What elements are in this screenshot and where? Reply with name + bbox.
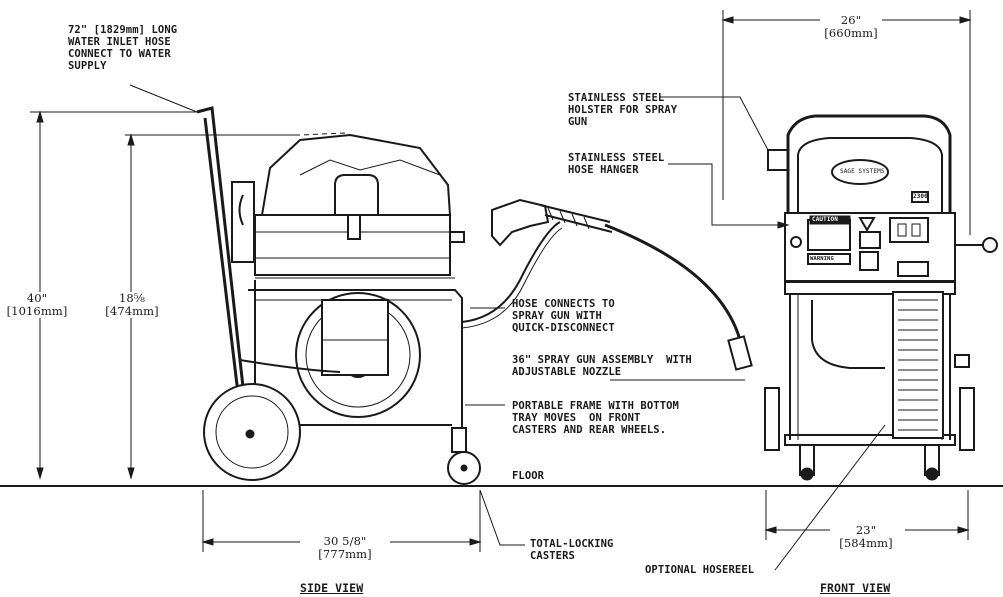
holster-label: STAINLESS STEEL HOLSTER FOR SPRAY GUN xyxy=(568,92,678,128)
side-view-title: SIDE VIEW xyxy=(300,581,364,595)
dimension-width-base: 23" [584mm] xyxy=(839,523,893,550)
front-view-dimensions xyxy=(721,10,972,540)
brand-marking: SAGE SYSTEMS xyxy=(840,168,885,175)
casters-label: TOTAL-LOCKING CASTERS xyxy=(530,538,614,562)
dimension-length: 30 5/8" [777mm] xyxy=(318,534,372,561)
hosereel-label: OPTIONAL HOSEREEL xyxy=(645,564,755,576)
dimension-width-top: 26" [660mm] xyxy=(824,13,878,40)
side-view-leaders xyxy=(129,84,745,546)
spray-gun-label: 36" SPRAY GUN ASSEMBLY WITH ADJUSTABLE N… xyxy=(512,354,692,378)
warning-marking: WARNING xyxy=(810,256,834,262)
caution-marking: CAUTION xyxy=(812,216,838,223)
front-view-machine xyxy=(764,114,998,481)
front-view-leaders xyxy=(660,96,886,571)
dimension-height-total: 40" [1016mm] xyxy=(2,292,72,318)
inlet-hose-label: 72" [1829mm] LONG WATER INLET HOSE CONNE… xyxy=(68,24,178,72)
hose-connect-label: HOSE CONNECTS TO SPRAY GUN WITH QUICK-DI… xyxy=(512,298,615,334)
model-number-marking: 2300 xyxy=(913,193,928,200)
dimension-height-tank: 18⅝ [474mm] xyxy=(100,292,164,318)
floor-label: FLOOR xyxy=(512,470,545,482)
hose-hanger-label: STAINLESS STEEL HOSE HANGER xyxy=(568,152,665,176)
front-view-title: FRONT VIEW xyxy=(820,581,891,595)
portable-frame-label: PORTABLE FRAME WITH BOTTOM TRAY MOVES ON… xyxy=(512,400,679,436)
